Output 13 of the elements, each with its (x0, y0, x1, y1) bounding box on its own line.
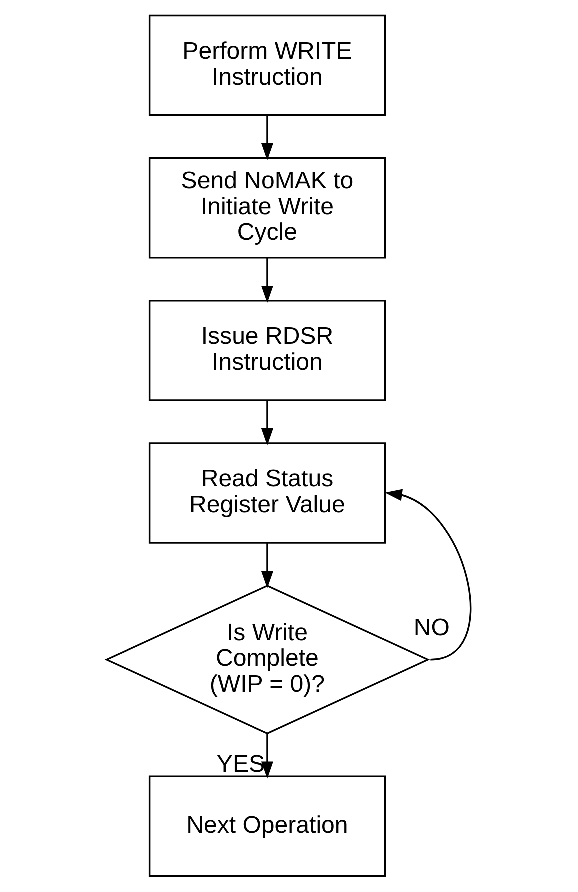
arrow (261, 401, 274, 446)
node-box: Read Status Register Value (148, 442, 386, 544)
arrow (385, 489, 472, 661)
edge-label: NO (414, 614, 450, 642)
node-box: Next Operation (148, 776, 386, 878)
node-box: Issue RDSR Instruction (148, 300, 386, 402)
edge-label: YES (216, 751, 266, 778)
arrow (261, 116, 274, 161)
arrow (261, 258, 274, 304)
node-box: Send NoMAK to Initiate Write Cycle (148, 157, 386, 259)
node-box: Perform WRITE Instruction (148, 14, 386, 116)
arrow (261, 734, 274, 779)
arrow (261, 543, 274, 589)
